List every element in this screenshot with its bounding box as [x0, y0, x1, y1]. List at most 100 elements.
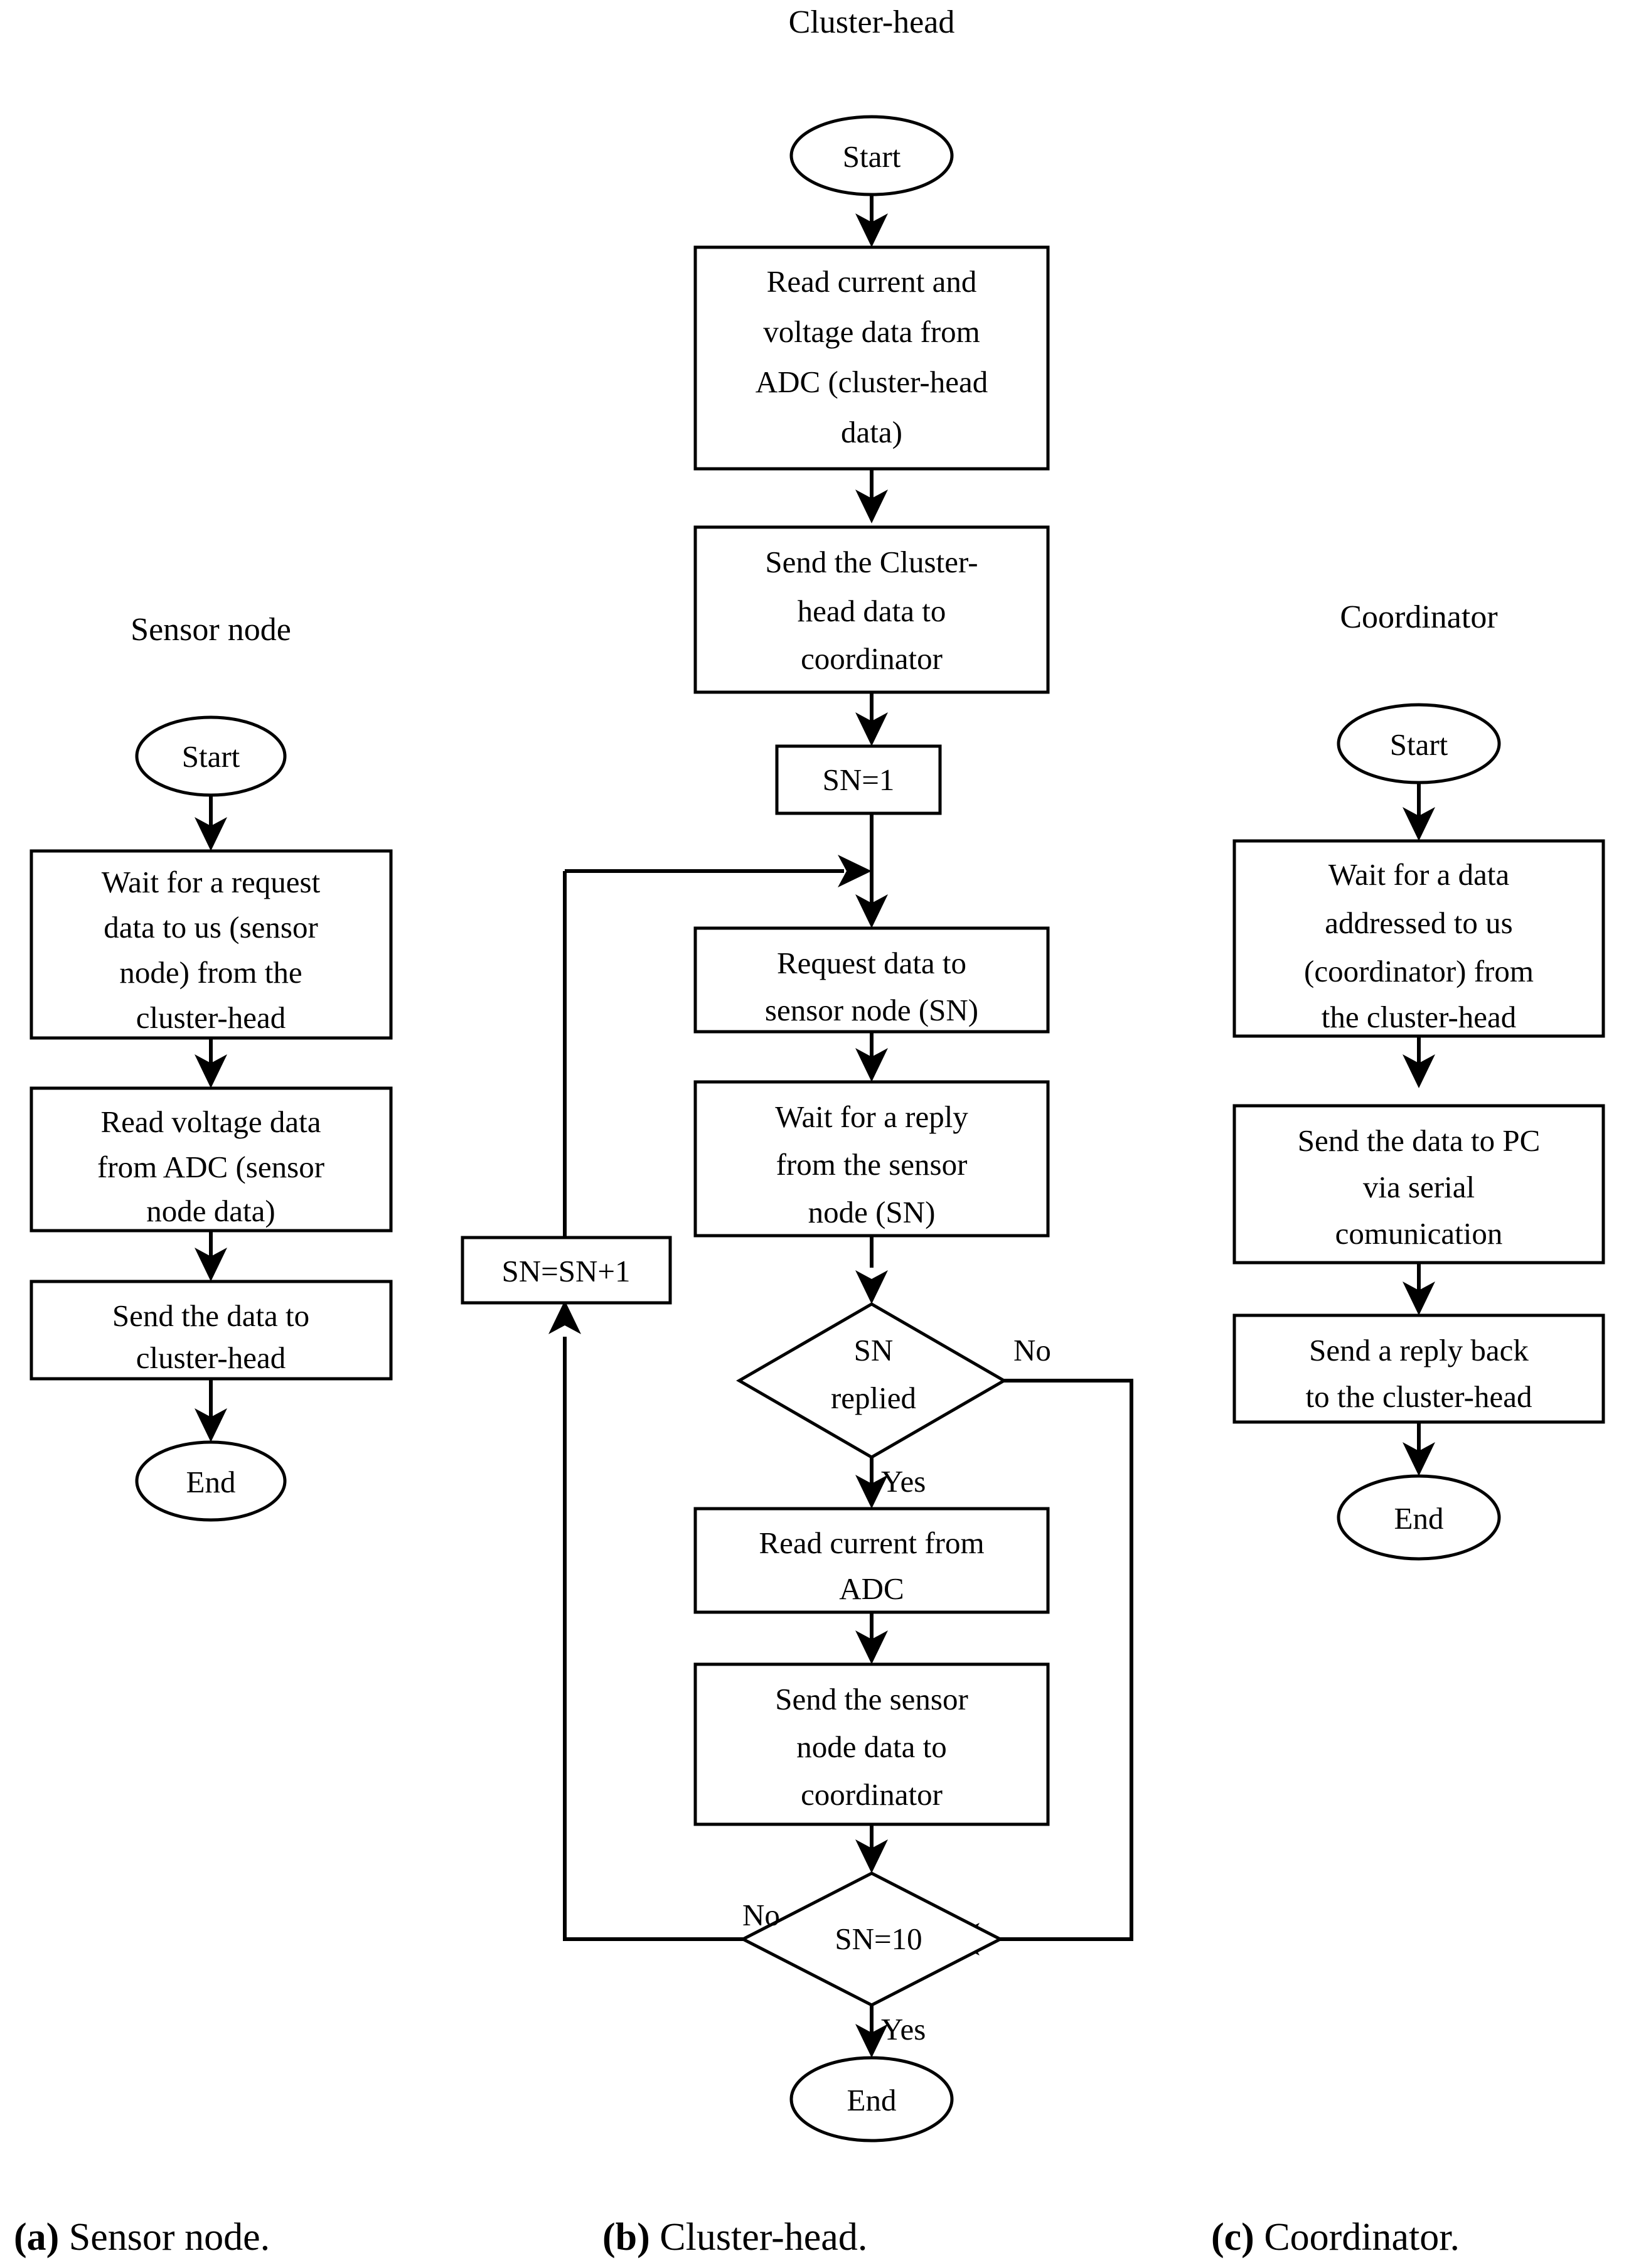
edge-label-b-sn10-yes: Yes [881, 2012, 926, 2046]
b-readadc-line-3: data) [841, 415, 902, 449]
node-a-start: Start [135, 715, 287, 797]
b-sendch-line-1: head data to [798, 594, 946, 628]
arrowhead-b-readcur-sendsn [855, 1630, 888, 1664]
c-start-label: Start [1390, 727, 1448, 762]
a-read-line-1: from ADC (sensor [97, 1150, 324, 1184]
b-sendsn-line-1: node data to [796, 1730, 946, 1764]
node-b-start: Start [789, 115, 954, 196]
b-end-label: End [847, 2083, 897, 2117]
arrowhead-b-sn10-yes [855, 2024, 888, 2058]
b-readadc-shape [693, 245, 1050, 471]
arrowhead-b-start-readadc [855, 213, 888, 247]
b-readadc-line-2: ADC (cluster-head [756, 365, 988, 399]
a-send-line-1: cluster-head [136, 1340, 286, 1375]
c-sendpc-line-0: Send the data to PC [1298, 1123, 1541, 1158]
arrowhead-b-sn10-no [548, 1300, 581, 1334]
caption-b-text: Cluster-head. [650, 2216, 868, 2259]
b-sn1-label: SN=1 [823, 762, 895, 797]
b-start-label: Start [843, 139, 901, 174]
b-sendch-line-2: coordinator [801, 641, 943, 676]
b-sendch-shape [693, 525, 1050, 694]
b-readcur-line-1: ADC [839, 1571, 904, 1606]
c-sendpc-shape [1232, 1104, 1605, 1265]
caption-b: (b) Cluster-head. [602, 2216, 867, 2259]
arrowhead-b-request-waitrep [855, 1048, 888, 1082]
node-b-snreplied: SN replied [736, 1302, 1007, 1459]
column-title-coordinator: Coordinator [1340, 599, 1497, 635]
a-wait-line-3: cluster-head [136, 1000, 286, 1035]
arrowhead-b-sn1-request [855, 894, 888, 928]
column-sensor-node: Sensor node Start Wait for a request dat… [29, 612, 393, 1522]
node-c-end: End [1337, 1474, 1501, 1561]
a-end-shape [135, 1440, 287, 1522]
node-b-sn1: SN=1 [775, 744, 942, 815]
node-b-readcur: Read current from ADC [693, 1507, 1050, 1614]
a-start-label: Start [182, 739, 240, 774]
arrowhead-b-sendsn-sn10 [855, 1839, 888, 1873]
node-c-sendpc: Send the data to PC via serial comunicat… [1232, 1104, 1605, 1265]
arrowhead-a-wait-read [195, 1054, 227, 1088]
caption-a-letter: (a) [14, 2216, 59, 2259]
c-reply-shape [1232, 1313, 1605, 1424]
column-coordinator: Coordinator Start Wait for a data addres… [1232, 599, 1605, 1561]
c-reply-line-0: Send a reply back [1309, 1333, 1529, 1367]
caption-a-text: Sensor node. [59, 2216, 270, 2259]
node-a-send: Send the data to cluster-head [29, 1280, 393, 1381]
b-sendch-line-0: Send the Cluster- [765, 545, 978, 579]
c-wait-line-0: Wait for a data [1328, 857, 1510, 892]
b-readadc-line-1: voltage data from [763, 314, 980, 349]
arrowhead-a-send-end [195, 1408, 227, 1442]
c-wait-shape [1232, 839, 1605, 1038]
c-wait-line-2: (coordinator) from [1304, 954, 1534, 988]
b-readcur-line-0: Read current from [759, 1526, 984, 1560]
node-c-wait: Wait for a data addressed to us (coordin… [1232, 839, 1605, 1038]
caption-c-text: Coordinator. [1254, 2216, 1460, 2259]
node-b-sendch: Send the Cluster- head data to coordinat… [693, 525, 1050, 694]
b-waitrep-line-2: node (SN) [808, 1195, 936, 1229]
node-b-sendsn: Send the sensor node data to coordinator [693, 1662, 1050, 1826]
arrowhead-c-sendpc-reply [1403, 1281, 1435, 1315]
arrowhead-b-snreplied-yes [855, 1475, 888, 1509]
b-sendsn-line-2: coordinator [801, 1777, 943, 1812]
caption-c-letter: (c) [1211, 2216, 1254, 2259]
node-b-readadc: Read current and voltage data from ADC (… [693, 245, 1050, 471]
edge-label-b-replied-yes: Yes [881, 1464, 926, 1499]
node-b-waitrep: Wait for a reply from the sensor node (S… [693, 1080, 1050, 1238]
a-read-line-2: node data) [146, 1194, 275, 1228]
a-wait-shape [29, 849, 393, 1040]
c-end-label: End [1394, 1501, 1444, 1536]
arrowhead-a-read-send [195, 1248, 227, 1281]
c-sendpc-line-1: via serial [1363, 1170, 1475, 1204]
b-sn1-shape [775, 744, 942, 815]
column-cluster-head: Cluster-head Start Read current and volt… [461, 4, 1133, 2142]
c-end-shape [1337, 1474, 1501, 1561]
b-waitrep-shape [693, 1080, 1050, 1238]
b-request-line-1: sensor node (SN) [765, 993, 978, 1027]
caption-a: (a) Sensor node. [14, 2216, 270, 2259]
node-b-end: End [789, 2056, 954, 2142]
b-waitrep-line-1: from the sensor [776, 1147, 968, 1182]
b-waitrep-line-0: Wait for a reply [775, 1099, 968, 1134]
node-a-read: Read voltage data from ADC (sensor node … [29, 1086, 393, 1233]
node-b-sn10: SN=10 [739, 1871, 1004, 2007]
c-sendpc-line-2: comunication [1335, 1216, 1503, 1251]
b-snplus-shape [461, 1236, 672, 1305]
node-c-start: Start [1337, 703, 1501, 784]
c-wait-line-1: addressed to us [1325, 906, 1512, 940]
arrowhead-b-readadc-sendch [855, 489, 888, 523]
edge-label-b-replied-no: No [1013, 1333, 1051, 1367]
b-request-shape [693, 926, 1050, 1034]
arrowhead-b-sendch-sn1 [855, 712, 888, 746]
node-a-wait: Wait for a request data to us (sensor no… [29, 849, 393, 1040]
b-snplus-label: SN=SN+1 [501, 1254, 630, 1288]
node-b-request: Request data to sensor node (SN) [693, 926, 1050, 1034]
a-read-line-0: Read voltage data [100, 1105, 321, 1139]
a-wait-line-0: Wait for a request [102, 865, 321, 899]
node-a-end: End [135, 1440, 287, 1522]
a-wait-line-2: node) from the [119, 955, 302, 990]
edge-b-snreplied-no [975, 1379, 1133, 1941]
arrowhead-c-start-wait [1403, 807, 1435, 841]
a-wait-line-1: data to us (sensor [104, 910, 318, 944]
